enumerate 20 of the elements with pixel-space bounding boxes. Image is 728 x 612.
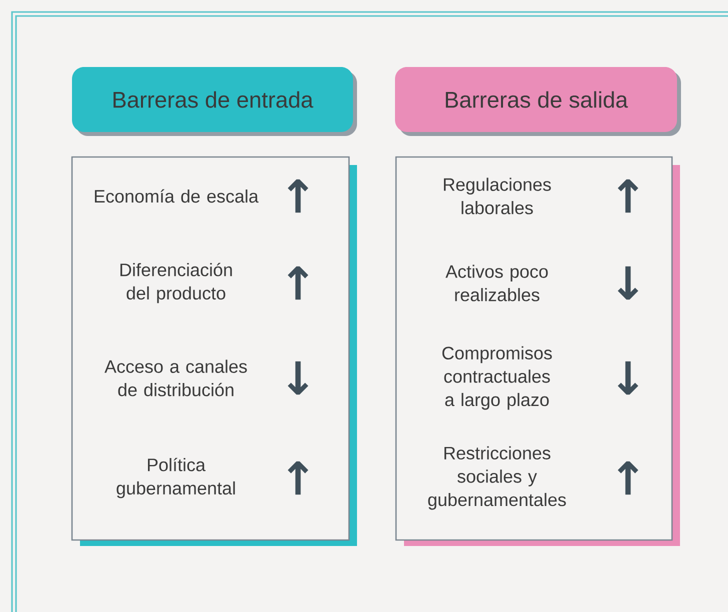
item-text: Acceso a canales de distribución — [104, 360, 247, 396]
item-text: Restricciones sociales y gubernamentales — [428, 446, 566, 510]
arrow-icon: ↑ — [618, 461, 638, 495]
arrow-icon: ↑ — [288, 461, 308, 495]
item-text: Diferenciación del producto — [120, 262, 232, 304]
arrow-icon: ↑ — [288, 266, 308, 300]
panel-box — [395, 156, 680, 546]
header-box: Barreras de entrada — [72, 67, 357, 136]
item-text: Regulaciones laborales — [444, 178, 551, 214]
arrow-icon: ↑ — [288, 179, 308, 213]
arrow-icon: ↓ — [618, 266, 638, 300]
arrow-icon: ↓ — [618, 361, 638, 395]
header-box: Barreras de salida — [395, 67, 681, 136]
panel-box — [71, 156, 357, 546]
item-text: Política gubernamental — [116, 458, 235, 498]
item-text: Activos poco realizables — [446, 264, 548, 302]
arrow-icon: ↓ — [288, 361, 308, 395]
item-text: Compromisos contractuales a largo plazo — [442, 346, 552, 410]
arrow-icon: ↑ — [618, 179, 638, 213]
item-text: Economía de escala — [94, 189, 259, 203]
